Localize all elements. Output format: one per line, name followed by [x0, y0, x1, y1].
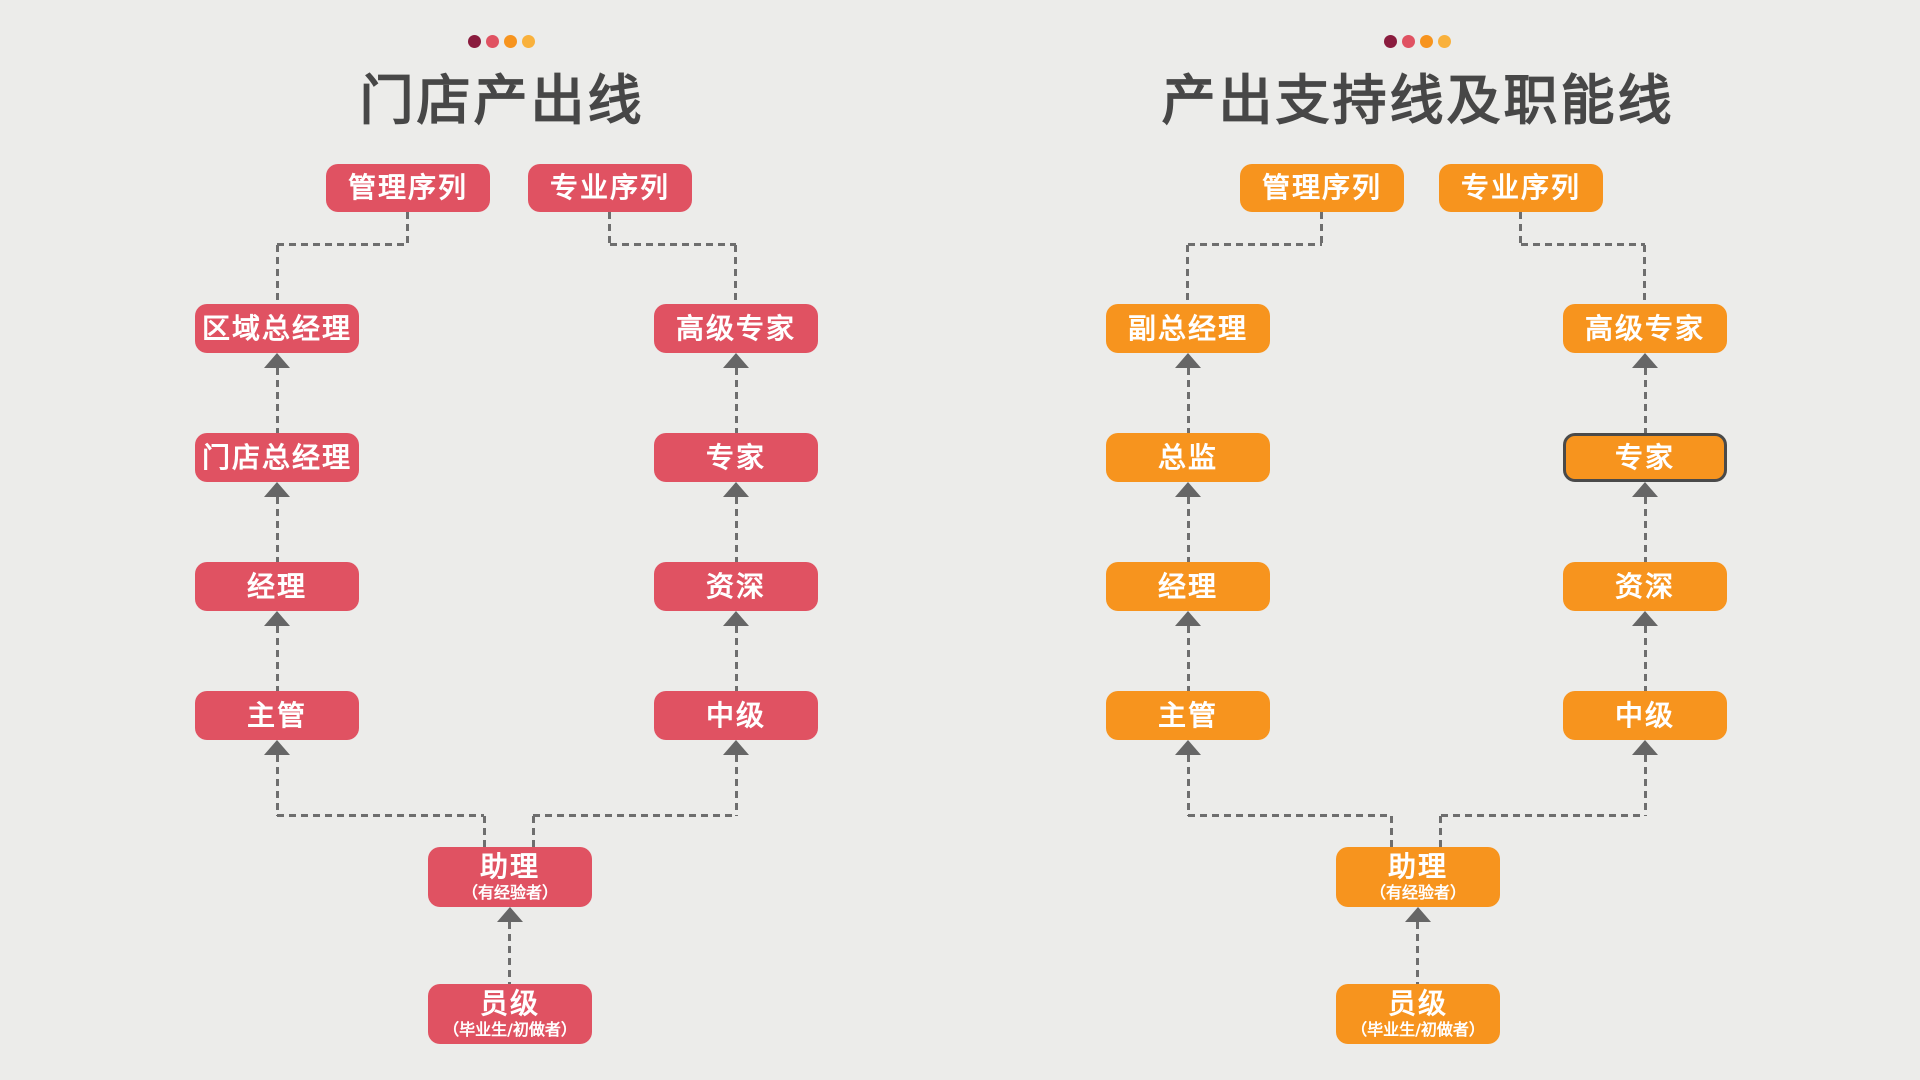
accent-dot-4: [1438, 35, 1451, 48]
node-staff-level-note: （毕业生/初做者）: [1351, 1019, 1485, 1039]
connector-dashed-line: [1188, 814, 1392, 817]
connector-dashed-line: [735, 755, 738, 816]
node-expert: 专家: [654, 433, 818, 482]
connector-dashed-line: [1644, 755, 1647, 816]
connector-dashed-line: [277, 243, 408, 246]
connector-dashed-line: [406, 212, 409, 244]
accent-dot-2: [486, 35, 499, 48]
connector-dashed-line: [1186, 245, 1189, 304]
connector-dashed-line: [1643, 245, 1646, 304]
node-staff-level-label: 员级: [479, 987, 540, 1021]
connector-dashed-line: [532, 816, 535, 847]
connector-dashed-line: [1519, 212, 1522, 244]
connector-dashed-line: [1187, 626, 1190, 691]
connector-dashed-line: [1644, 368, 1647, 433]
node-senior-expert: 高级专家: [1563, 304, 1727, 353]
connector-dashed-line: [1644, 497, 1647, 562]
accent-dot-3: [504, 35, 517, 48]
connector-dashed-line: [735, 497, 738, 562]
connector-arrowhead-up: [723, 353, 749, 368]
connector-dashed-line: [735, 368, 738, 433]
node-management-sequence: 管理序列: [326, 164, 490, 212]
connector-dashed-line: [276, 497, 279, 562]
node-assistant-note: （有经验者）: [461, 882, 558, 902]
node-manager: 经理: [1106, 562, 1270, 611]
connector-arrowhead-up: [264, 482, 290, 497]
node-supervisor: 主管: [1106, 691, 1270, 740]
node-intermediate: 中级: [654, 691, 818, 740]
connector-dashed-line: [276, 626, 279, 691]
accent-dot-1: [1384, 35, 1397, 48]
node-staff-level-label: 员级: [1387, 987, 1448, 1021]
connector-dashed-line: [1187, 755, 1190, 816]
connector-dashed-line: [1644, 626, 1647, 691]
connector-dashed-line: [276, 245, 279, 304]
accent-dot-2: [1402, 35, 1415, 48]
node-deputy-general-manager: 副总经理: [1106, 304, 1270, 353]
connector-arrowhead-up: [1632, 482, 1658, 497]
node-manager: 经理: [195, 562, 359, 611]
connector-arrowhead-up: [723, 482, 749, 497]
connector-dashed-line: [1187, 368, 1190, 433]
node-regional-general-manager: 区域总经理: [195, 304, 359, 353]
node-assistant-label: 助理: [479, 850, 540, 884]
connector-dashed-line: [483, 816, 486, 847]
node-management-sequence: 管理序列: [1240, 164, 1404, 212]
connector-arrowhead-up: [1405, 907, 1431, 922]
connector-dashed-line: [1320, 212, 1323, 244]
connector-dashed-line: [1187, 497, 1190, 562]
connector-arrowhead-up: [723, 740, 749, 755]
connector-dashed-line: [735, 626, 738, 691]
connector-dashed-line: [508, 922, 511, 984]
node-staff-level: 员级 （毕业生/初做者）: [1336, 984, 1500, 1044]
node-assistant-label: 助理: [1387, 850, 1448, 884]
connector-arrowhead-up: [723, 611, 749, 626]
node-staff-level-note: （毕业生/初做者）: [443, 1019, 577, 1039]
connector-dashed-line: [608, 212, 611, 244]
node-intermediate: 中级: [1563, 691, 1727, 740]
node-senior-expert: 高级专家: [654, 304, 818, 353]
connector-dashed-line: [1439, 816, 1442, 847]
node-expert-highlighted: 专家: [1563, 433, 1727, 482]
connector-arrowhead-up: [497, 907, 523, 922]
connector-arrowhead-up: [264, 353, 290, 368]
connector-dashed-line: [610, 243, 736, 246]
connector-arrowhead-up: [1632, 740, 1658, 755]
connector-arrowhead-up: [1632, 353, 1658, 368]
connector-arrowhead-up: [1632, 611, 1658, 626]
accent-dot-3: [1420, 35, 1433, 48]
connector-dashed-line: [1441, 814, 1645, 817]
node-senior: 资深: [654, 562, 818, 611]
node-assistant: 助理 （有经验者）: [1336, 847, 1500, 907]
connector-arrowhead-up: [1175, 611, 1201, 626]
node-assistant: 助理 （有经验者）: [428, 847, 592, 907]
connector-arrowhead-up: [1175, 353, 1201, 368]
connector-arrowhead-up: [1175, 482, 1201, 497]
node-professional-sequence: 专业序列: [1439, 164, 1603, 212]
node-assistant-note: （有经验者）: [1369, 882, 1466, 902]
connector-arrowhead-up: [264, 611, 290, 626]
node-director: 总监: [1106, 433, 1270, 482]
connector-dashed-line: [277, 814, 484, 817]
connector-dashed-line: [533, 814, 736, 817]
connector-dashed-line: [1390, 816, 1393, 847]
connector-dashed-line: [1521, 243, 1645, 246]
connector-arrowhead-up: [264, 740, 290, 755]
accent-dot-1: [468, 35, 481, 48]
accent-dot-4: [522, 35, 535, 48]
store-output-title: 门店产出线: [359, 69, 645, 132]
node-professional-sequence: 专业序列: [528, 164, 692, 212]
connector-dashed-line: [276, 755, 279, 816]
connector-arrowhead-up: [1175, 740, 1201, 755]
node-store-general-manager: 门店总经理: [195, 433, 359, 482]
connector-dashed-line: [734, 245, 737, 304]
connector-dashed-line: [1188, 243, 1322, 246]
connector-dashed-line: [1416, 922, 1419, 984]
connector-dashed-line: [276, 368, 279, 433]
support-function-title: 产出支持线及职能线: [1161, 69, 1675, 132]
node-staff-level: 员级 （毕业生/初做者）: [428, 984, 592, 1044]
node-senior: 资深: [1563, 562, 1727, 611]
node-supervisor: 主管: [195, 691, 359, 740]
